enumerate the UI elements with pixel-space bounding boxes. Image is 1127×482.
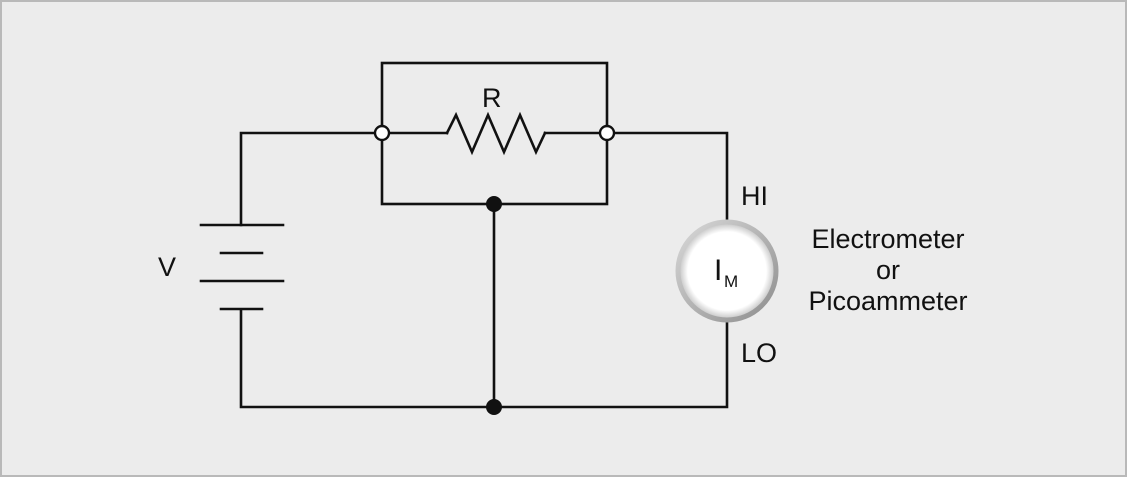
meter-description-line2: or — [876, 255, 900, 285]
wire-bottom-rail — [239, 308, 729, 409]
zigzag-resistor-icon — [445, 111, 547, 156]
meter-description-line1: Electrometer — [811, 224, 964, 254]
terminal-node-right — [598, 124, 616, 142]
meter-lo-label: LO — [741, 338, 777, 368]
battery-cell-icon — [199, 223, 285, 311]
wire-right-top — [605, 131, 729, 224]
meter-hi-label: HI — [741, 181, 768, 211]
source-label: V — [158, 252, 176, 282]
circular-meter-icon: I M — [675, 219, 779, 323]
resistor-label: R — [482, 83, 502, 113]
junction-dot-bottom — [486, 399, 502, 415]
meter-description-line3: Picoammeter — [808, 286, 967, 316]
junction-dot-guard — [486, 196, 502, 212]
terminal-node-left — [373, 124, 391, 142]
meter-symbol: I — [714, 254, 722, 287]
meter-subscript: M — [724, 272, 738, 291]
wire-left-top — [239, 131, 384, 227]
